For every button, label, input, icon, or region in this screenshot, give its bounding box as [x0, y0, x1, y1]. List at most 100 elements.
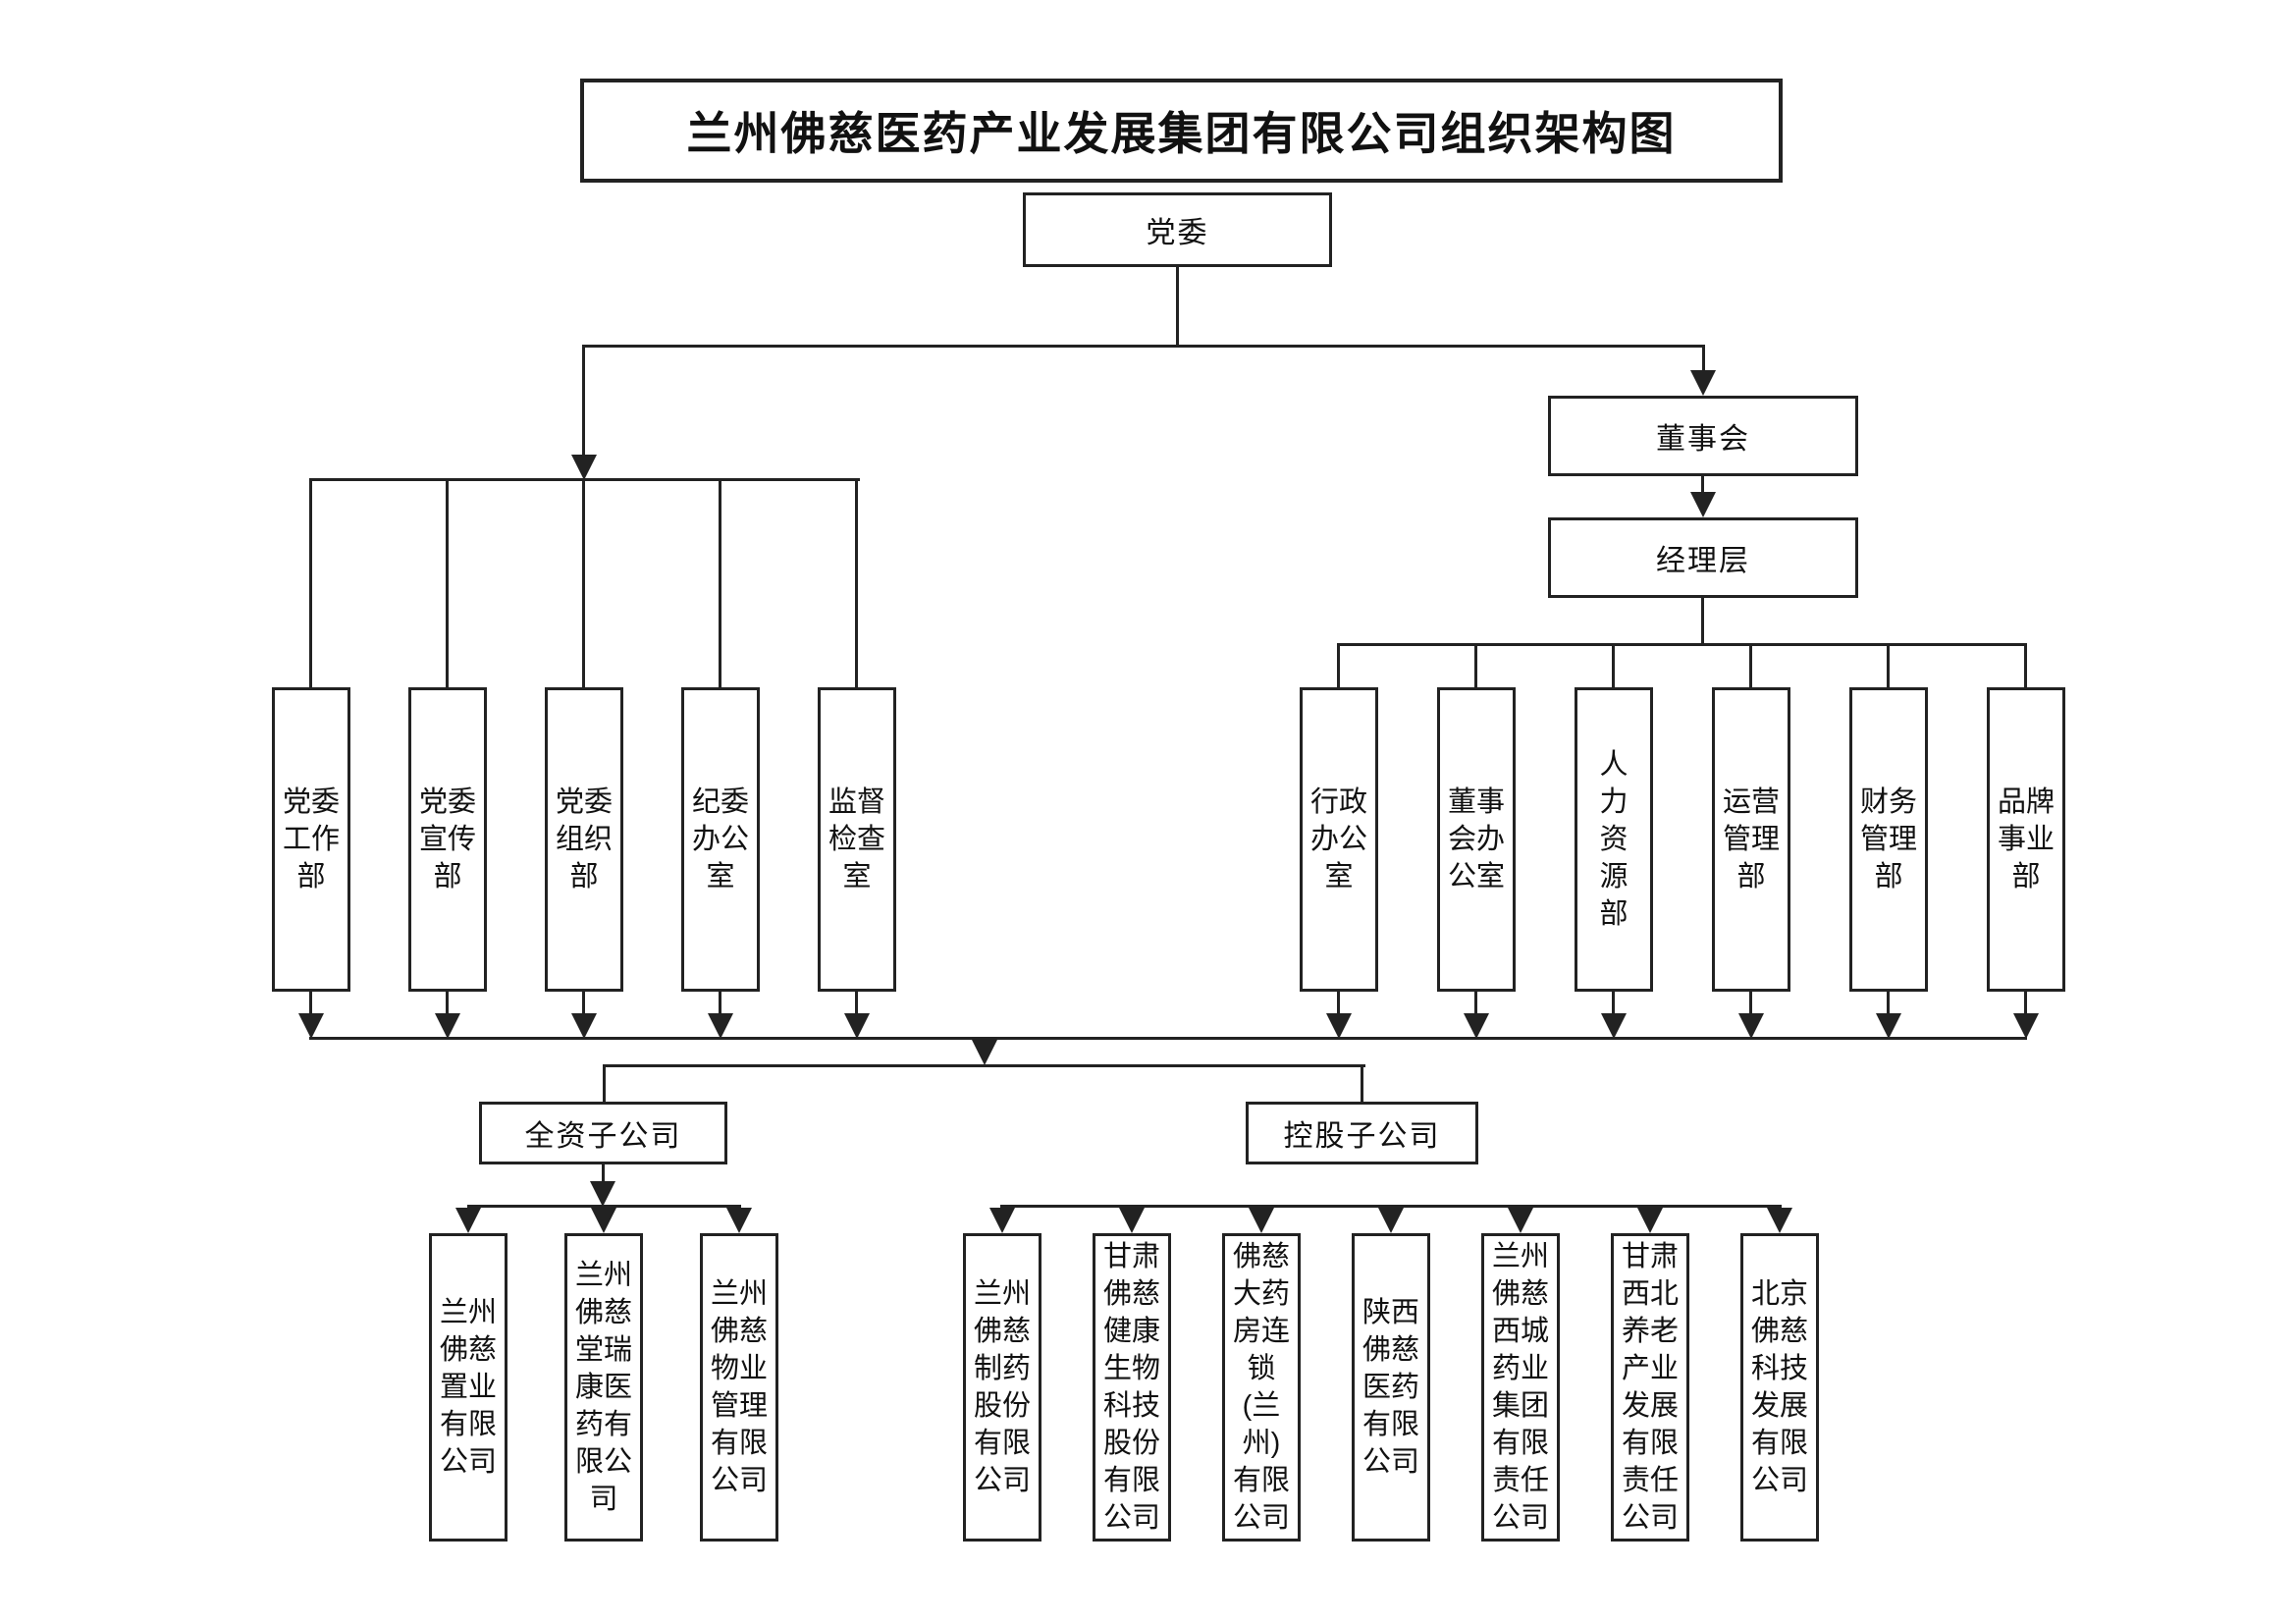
- connector-line: [603, 1064, 1365, 1067]
- connector-line: [582, 345, 1704, 348]
- arrow-down: [1690, 370, 1716, 396]
- node-board-of-directors: 董事会: [1548, 396, 1858, 476]
- connector-line: [446, 992, 449, 1015]
- arrow-down: [989, 1208, 1015, 1233]
- arrow-down: [1464, 1013, 1489, 1039]
- connector-line: [309, 1037, 2027, 1040]
- node-party-committee-label: 党委: [1146, 217, 1209, 249]
- connector-line: [1337, 643, 2027, 646]
- connector-line: [1701, 476, 1704, 494]
- connector-line: [855, 478, 858, 687]
- connector-line: [1887, 992, 1890, 1015]
- dept-box-party-publicity: 党委 宣传 部: [408, 687, 487, 992]
- dept-box-finance: 财务 管理 部: [1849, 687, 1928, 992]
- dept-label: 党委 工作 部: [282, 786, 340, 893]
- subsidiary-box-gansu-foci-health-biotech: 甘肃 佛慈 健康 生物 科技 股份 有限 公司: [1093, 1233, 1171, 1542]
- arrow-down: [1690, 492, 1716, 517]
- connector-line: [719, 992, 721, 1015]
- connector-line: [1749, 643, 1752, 687]
- arrow-down: [1508, 1208, 1533, 1233]
- connector-line: [1337, 992, 1340, 1015]
- arrow-down: [1738, 1013, 1764, 1039]
- subsidiary-label: 甘肃 佛慈 健康 生物 科技 股份 有限 公司: [1102, 1241, 1160, 1534]
- dept-box-party-organization: 党委 组织 部: [545, 687, 623, 992]
- subsidiary-box-foci-xicheng-pharma-group: 兰州 佛慈 西城 药业 集团 有限 责任 公司: [1481, 1233, 1560, 1542]
- dept-box-supervision-inspection: 监督 检查 室: [818, 687, 896, 992]
- connector-line: [855, 992, 858, 1015]
- dept-label: 财务 管理 部: [1859, 786, 1917, 893]
- dept-box-brand: 品牌 事业 部: [1987, 687, 2065, 992]
- connector-line: [582, 992, 585, 1015]
- dept-label: 党委 宣传 部: [418, 786, 476, 893]
- subsidiary-label: 佛慈 大药 房连 锁 (兰 州) 有限 公司: [1232, 1241, 1290, 1534]
- arrow-down: [590, 1181, 615, 1207]
- arrow-down: [2013, 1013, 2039, 1039]
- subsidiary-box-foci-pharmacy-chain: 佛慈 大药 房连 锁 (兰 州) 有限 公司: [1222, 1233, 1301, 1542]
- arrow-down: [1876, 1013, 1901, 1039]
- connector-line: [1887, 643, 1890, 687]
- subsidiary-box-gansu-northwest-eldercare: 甘肃 西北 养老 产业 发展 有限 责任 公司: [1611, 1233, 1689, 1542]
- header-holding-label: 控股子公司: [1283, 1120, 1441, 1153]
- dept-box-board-office: 董事 会办 公室: [1437, 687, 1516, 992]
- connector-line: [1749, 992, 1752, 1015]
- arrow-down: [435, 1013, 460, 1039]
- arrow-down: [726, 1208, 752, 1233]
- subsidiary-label: 陕西 佛慈 医药 有限 公司: [1362, 1297, 1419, 1478]
- arrow-down: [1378, 1208, 1404, 1233]
- subsidiary-label: 北京 佛慈 科技 发展 有限 公司: [1750, 1278, 1808, 1496]
- connector-line: [1701, 598, 1704, 645]
- connector-line: [582, 478, 585, 687]
- subsidiary-box-beijing-foci-tech: 北京 佛慈 科技 发展 有限 公司: [1740, 1233, 1819, 1542]
- dept-label: 行政 办公 室: [1309, 786, 1367, 893]
- chart-title: 兰州佛慈医药产业发展集团有限公司组织架构图: [686, 108, 1677, 159]
- connector-line: [467, 1205, 741, 1208]
- connector-line: [1361, 1064, 1363, 1102]
- connector-line: [1474, 992, 1477, 1015]
- arrow-down: [298, 1013, 324, 1039]
- arrow-down: [1249, 1208, 1274, 1233]
- dept-box-admin-office: 行政 办公 室: [1300, 687, 1378, 992]
- dept-label: 人 力 资 源 部: [1599, 749, 1629, 930]
- dept-box-party-work: 党委 工作 部: [272, 687, 350, 992]
- arrow-down: [1637, 1208, 1663, 1233]
- connector-line: [1612, 992, 1615, 1015]
- node-board-label: 董事会: [1656, 423, 1750, 456]
- header-holding-subsidiaries: 控股子公司: [1246, 1102, 1478, 1164]
- dept-label: 纪委 办公 室: [691, 786, 749, 893]
- header-wholly-owned-subsidiaries: 全资子公司: [479, 1102, 727, 1164]
- arrow-down: [1326, 1013, 1352, 1039]
- dept-label: 董事 会办 公室: [1447, 786, 1505, 893]
- subsidiary-label: 兰州 佛慈 置业 有限 公司: [439, 1297, 497, 1478]
- node-party-committee: 党委: [1023, 192, 1332, 267]
- chart-title-box: 兰州佛慈医药产业发展集团有限公司组织架构图: [580, 79, 1783, 183]
- dept-label: 运营 管理 部: [1722, 786, 1780, 893]
- arrow-down: [591, 1208, 616, 1233]
- arrow-down: [1119, 1208, 1145, 1233]
- connector-line: [1612, 643, 1615, 687]
- connector-line: [582, 345, 585, 457]
- dept-label: 品牌 事业 部: [1997, 786, 2055, 893]
- subsidiary-box-shaanxi-foci-pharma: 陕西 佛慈 医药 有限 公司: [1352, 1233, 1430, 1542]
- connector-line: [603, 1064, 606, 1102]
- dept-label: 监督 检查 室: [828, 786, 885, 893]
- arrow-down: [972, 1040, 997, 1065]
- subsidiary-label: 兰州 佛慈 西城 药业 集团 有限 责任 公司: [1491, 1241, 1549, 1534]
- connector-line: [1176, 267, 1179, 346]
- arrow-down: [571, 455, 597, 480]
- arrow-down: [1767, 1208, 1792, 1233]
- connector-line: [2024, 992, 2027, 1015]
- subsidiary-label: 兰州 佛慈 物业 管理 有限 公司: [710, 1278, 768, 1496]
- subsidiary-label: 甘肃 西北 养老 产业 发展 有限 责任 公司: [1621, 1241, 1679, 1534]
- connector-line: [1474, 643, 1477, 687]
- connector-line: [2024, 643, 2027, 687]
- connector-line: [1337, 643, 1340, 687]
- connector-line: [309, 992, 312, 1015]
- dept-box-human-resources: 人 力 资 源 部: [1575, 687, 1653, 992]
- subsidiary-box-foci-property-mgmt: 兰州 佛慈 物业 管理 有限 公司: [700, 1233, 778, 1542]
- connector-line: [719, 478, 721, 687]
- arrow-down: [708, 1013, 733, 1039]
- subsidiary-label: 兰州 佛慈 制药 股份 有限 公司: [973, 1278, 1031, 1496]
- subsidiary-box-tangruikang-pharma: 兰州 佛慈 堂瑞 康医 药有 限公 司: [564, 1233, 643, 1542]
- dept-label: 党委 组织 部: [555, 786, 613, 893]
